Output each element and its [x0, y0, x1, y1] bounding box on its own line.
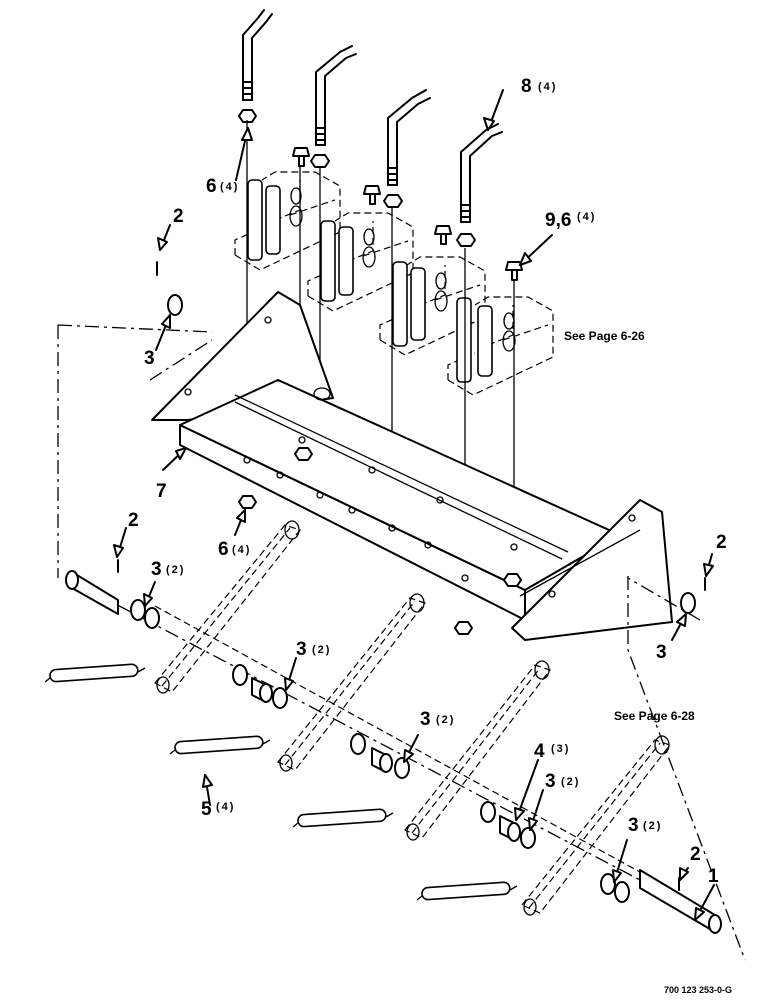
- svg-text:5: 5: [201, 799, 212, 820]
- svg-text:(4): (4): [220, 181, 239, 193]
- svg-text:4: 4: [534, 741, 545, 762]
- svg-text:3: 3: [545, 771, 556, 792]
- callout-6-lower: 6(4): [218, 539, 251, 560]
- svg-text:2: 2: [128, 510, 139, 531]
- callout-6-top: 6(4): [206, 176, 239, 197]
- svg-text:(2): (2): [561, 776, 580, 788]
- callout-9-6: 9,6 (4): [545, 210, 596, 231]
- idler-arms: [154, 520, 671, 916]
- assembly-center-lines: [246, 120, 515, 580]
- hex-nuts-lower: [238, 447, 522, 635]
- callout-3-mid: 3 (2): [296, 639, 331, 660]
- callout-3-left: 3 (2): [151, 559, 185, 580]
- spring-bracket-assemblies: [234, 171, 554, 396]
- svg-text:2: 2: [173, 206, 184, 227]
- hex-nuts-upper: [238, 109, 476, 247]
- right-shaft-end: [600, 869, 722, 934]
- callout-3-bottom: 3 (2): [628, 815, 662, 836]
- svg-text:9,6: 9,6: [545, 210, 571, 231]
- svg-text:8: 8: [521, 76, 532, 97]
- svg-text:6: 6: [218, 539, 229, 560]
- svg-text:3: 3: [144, 348, 155, 369]
- svg-text:(4): (4): [538, 81, 557, 93]
- main-bracket: [151, 291, 673, 641]
- callout-2-bottom: 2: [690, 844, 701, 865]
- callout-2-right: 2: [716, 532, 727, 553]
- callout-3-top-left: 3: [144, 348, 155, 369]
- extension-springs: [44, 663, 518, 901]
- callout-3-right-end: 3: [656, 642, 667, 663]
- svg-text:2: 2: [690, 844, 701, 865]
- left-washer-top: [156, 261, 183, 316]
- callout-5: 5 (4): [201, 799, 235, 820]
- svg-text:(3): (3): [551, 743, 570, 755]
- callout-7: 7: [156, 481, 167, 502]
- reference-notes: See Page 6-26 See Page 6-28 700 123 253-…: [564, 329, 732, 995]
- callout-8: 8 (4): [521, 76, 557, 97]
- callout-1: 1: [708, 866, 719, 887]
- svg-text:3: 3: [420, 709, 431, 730]
- see-page-6-26-note: See Page 6-26: [564, 329, 645, 343]
- svg-text:(4): (4): [216, 801, 235, 813]
- cap-screws: [292, 147, 523, 281]
- callout-3-mid-right: 3 (2): [420, 709, 455, 730]
- svg-text:(2): (2): [312, 644, 331, 656]
- callout-labels: 8(4) 6(4) 9,6(4) 2 3 7 6(4) 2 3(2) 3(2) …: [128, 76, 727, 887]
- leader-arrows: [113, 89, 715, 921]
- svg-text:(4): (4): [232, 544, 251, 556]
- svg-text:(4): (4): [577, 211, 596, 223]
- svg-text:3: 3: [656, 642, 667, 663]
- left-shaft-end: [65, 559, 160, 629]
- svg-text:6: 6: [206, 176, 217, 197]
- svg-text:3: 3: [151, 559, 162, 580]
- svg-text:(2): (2): [643, 820, 662, 832]
- svg-text:(2): (2): [166, 564, 185, 576]
- callout-2-left: 2: [128, 510, 139, 531]
- svg-text:1: 1: [708, 866, 719, 887]
- callout-4: 4 (3): [534, 741, 570, 762]
- see-page-6-28-note: See Page 6-28: [614, 709, 695, 723]
- svg-text:3: 3: [296, 639, 307, 660]
- svg-text:3: 3: [628, 815, 639, 836]
- right-washer: [680, 577, 706, 614]
- svg-text:2: 2: [716, 532, 727, 553]
- shaft-rollers-washers: [232, 664, 536, 849]
- callout-3-right: 3 (2): [545, 771, 580, 792]
- svg-text:(2): (2): [436, 714, 455, 726]
- svg-text:7: 7: [156, 481, 167, 502]
- drawing-number: 700 123 253-0-G: [664, 985, 732, 995]
- j-bolts: [242, 9, 503, 223]
- callout-2-top-left: 2: [173, 206, 184, 227]
